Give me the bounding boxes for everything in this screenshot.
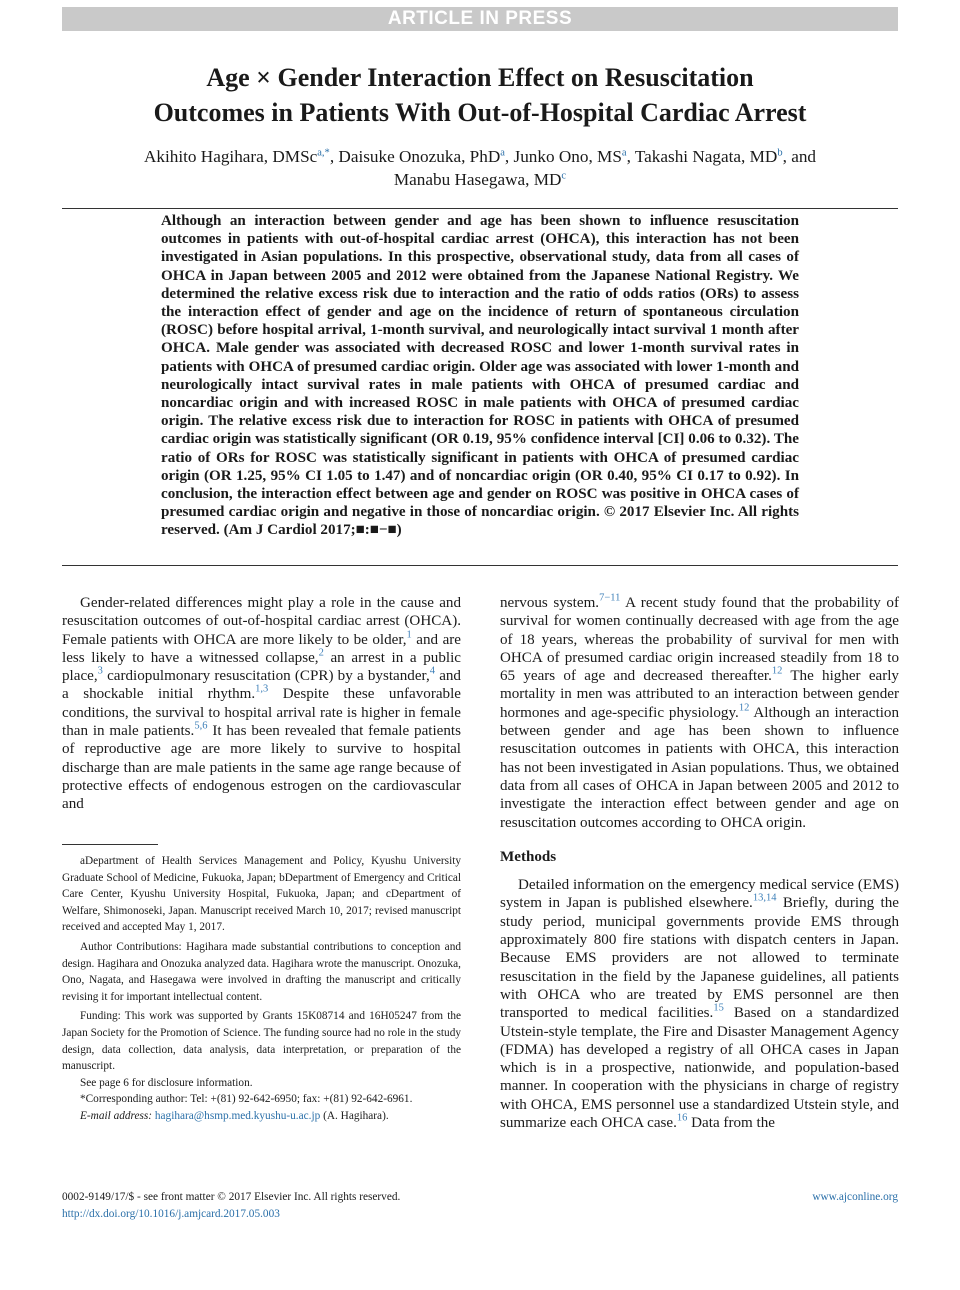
footer-copyright: 0002-9149/17/$ - see front matter © 2017… — [62, 1189, 482, 1223]
title-line-2: Outcomes in Patients With Out-of-Hospita… — [153, 98, 807, 127]
author-list: Akihito Hagihara, DMSca,*, Daisuke Onozu… — [143, 147, 817, 189]
body-text: Briefly, during the study period, munici… — [500, 895, 899, 1022]
email-label: E-mail address: — [80, 1109, 155, 1122]
body-text: Data from the — [687, 1115, 775, 1132]
body-text: Despite these unfavorable conditions, th… — [62, 686, 461, 740]
body-text: Based on a standardized Utstein-style te… — [500, 1005, 899, 1132]
affiliations-note: aDepartment of Health Services Managemen… — [62, 855, 461, 934]
footnotes: aDepartment of Health Services Managemen… — [62, 853, 461, 1125]
citation-link[interactable]: 2 — [318, 647, 324, 659]
funding-note: Funding: This work was supported by Gran… — [62, 1010, 461, 1073]
body-text: and a shockable initial rhythm. — [62, 668, 461, 703]
article-title: Age × Gender Interaction Effect on Resus… — [62, 60, 898, 130]
journal-website-link[interactable]: www.ajconline.org — [812, 1191, 898, 1203]
citation-link[interactable]: 13,14 — [752, 893, 777, 905]
citation-link[interactable]: 12 — [738, 702, 750, 714]
disclosure-note: See page 6 for disclosure information. — [80, 1076, 253, 1089]
author-name: Manabu Hasegawa, MD — [393, 170, 562, 189]
citation-link[interactable]: 7−11 — [599, 592, 621, 604]
body-paragraph: Detailed information on the emergency me… — [500, 876, 899, 1132]
doi-link[interactable]: http://dx.doi.org/10.1016/j.amjcard.2017… — [62, 1208, 280, 1220]
email-suffix: (A. Hagihara). — [320, 1109, 389, 1122]
author-name: Junko Ono, MS — [513, 147, 622, 166]
author-conjunction: , and — [782, 147, 817, 166]
article-in-press-banner: ARTICLE IN PRESS — [62, 7, 898, 31]
citation-link[interactable]: 4 — [429, 665, 435, 677]
abstract: Although an interaction between gender a… — [161, 213, 799, 539]
body-text: Although an interaction between gender a… — [500, 704, 899, 831]
issn-line: 0002-9149/17/$ - see front matter © 2017… — [62, 1191, 401, 1203]
body-text: cardiopulmonary resuscitation (CPR) by a… — [102, 668, 430, 685]
section-heading-methods: Methods — [500, 848, 557, 865]
author-contributions-note: Author Contributions: Hagihara made subs… — [62, 940, 461, 1003]
left-column-body: Gender-related differences might play a … — [62, 594, 461, 814]
citation-link[interactable]: 12 — [771, 665, 783, 677]
body-paragraph: Gender-related differences might play a … — [62, 594, 461, 814]
body-text: A recent study found that the probabilit… — [500, 595, 899, 685]
citation-link[interactable]: 16 — [676, 1112, 688, 1124]
citation-link[interactable]: 15 — [713, 1002, 724, 1014]
body-text: Detailed information on the emergency me… — [500, 877, 899, 912]
citation-link[interactable]: 3 — [97, 665, 103, 677]
body-text: and are less likely to have a witnessed … — [62, 631, 461, 666]
body-text: an arrest in a public place, — [62, 649, 461, 685]
abstract-bottom-rule — [62, 565, 898, 566]
author-name: Akihito Hagihara, DMSc — [143, 147, 318, 166]
body-text: nervous system. — [500, 595, 600, 611]
body-text: The higher early mortality in men was at… — [500, 668, 899, 721]
citation-link[interactable]: 5,6 — [194, 720, 208, 732]
author-name: Takashi Nagata, MD — [634, 147, 778, 166]
body-paragraph: nervous system.7−11 A recent study found… — [500, 592, 899, 832]
author-affiliation-mark[interactable]: a,* — [317, 147, 330, 159]
author-affiliation-mark[interactable]: c — [561, 170, 567, 182]
email-note: E-mail address: hagihara@hsmp.med.kyushu… — [62, 1108, 461, 1125]
author-affiliation-mark[interactable]: a — [621, 147, 627, 159]
email-link[interactable]: hagihara@hsmp.med.kyushu-u.ac.jp — [154, 1109, 321, 1122]
body-text: It has been revealed that female patient… — [62, 723, 462, 813]
abstract-top-rule — [62, 208, 898, 209]
right-column-body: nervous system.7−11 A recent study found… — [500, 592, 899, 1132]
title-line-1: Age × Gender Interaction Effect on Resus… — [206, 63, 754, 92]
author-affiliation-mark[interactable]: a — [500, 147, 505, 159]
citation-link[interactable]: 1,3 — [255, 684, 269, 696]
author-name: Daisuke Onozuka, PhD — [338, 147, 501, 166]
body-text: Gender-related differences might play a … — [62, 595, 461, 648]
citation-link[interactable]: 1 — [406, 629, 412, 641]
author-affiliation-mark[interactable]: b — [777, 147, 783, 159]
footnote-rule — [62, 844, 158, 845]
corresponding-author-note: *Corresponding author: Tel: +(81) 92-642… — [80, 1093, 413, 1106]
